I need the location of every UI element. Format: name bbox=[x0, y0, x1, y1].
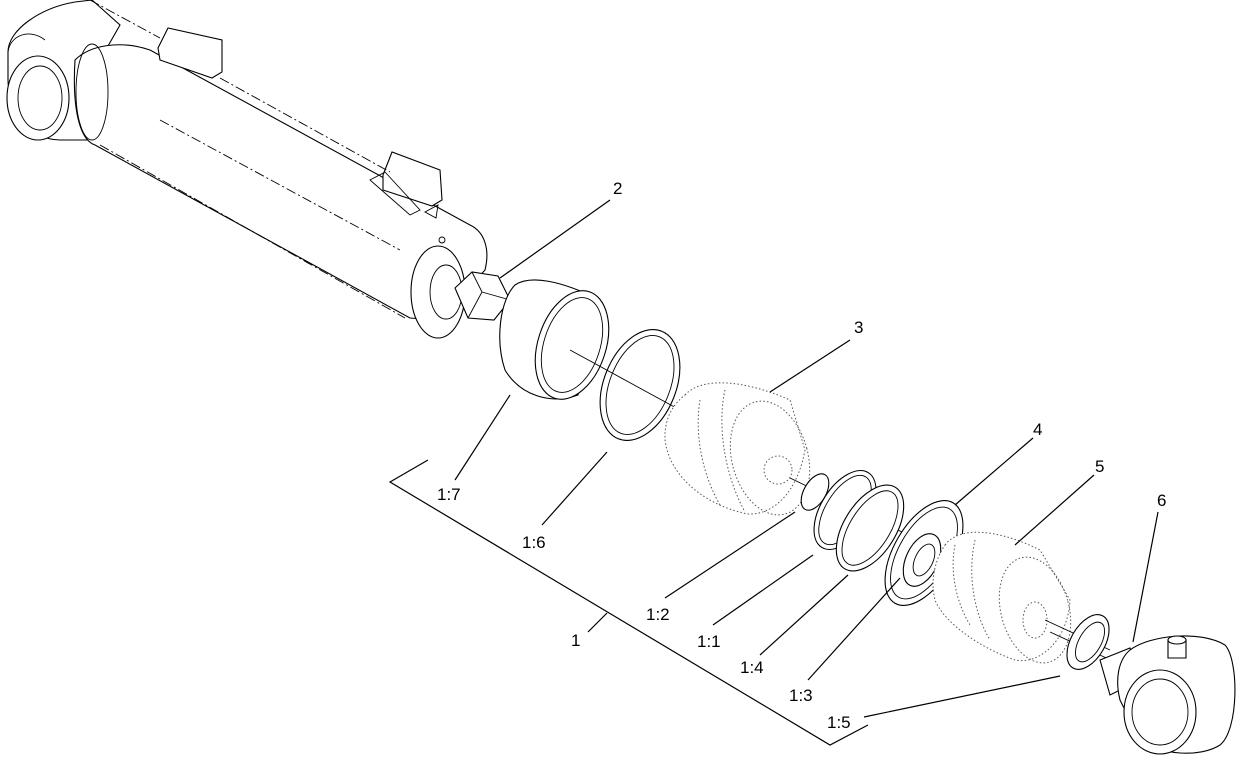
callout-1-1: 1:1 bbox=[697, 632, 721, 651]
leader-1-6 bbox=[541, 451, 608, 526]
rod-clevis bbox=[1099, 635, 1236, 755]
leader-1-3 bbox=[807, 577, 901, 681]
lock-nut bbox=[454, 271, 511, 321]
kit-bracket bbox=[388, 459, 869, 746]
leader-1-7 bbox=[454, 394, 511, 481]
leader-2 bbox=[499, 199, 611, 279]
piston-wear-ring bbox=[499, 279, 610, 400]
callout-1-3: 1:3 bbox=[789, 686, 813, 705]
callout-1-6: 1:6 bbox=[522, 533, 546, 552]
leader-6 bbox=[1132, 511, 1159, 643]
piston bbox=[664, 382, 811, 516]
leader-1 bbox=[587, 612, 608, 633]
callout-1-5: 1:5 bbox=[827, 713, 851, 732]
callout-1-4: 1:4 bbox=[740, 658, 764, 677]
cylinder-barrel bbox=[6, 0, 488, 339]
rod-seal bbox=[835, 484, 905, 572]
callout-6: 6 bbox=[1157, 491, 1166, 510]
callout-1-7: 1:7 bbox=[437, 485, 461, 504]
leader-5 bbox=[1014, 474, 1095, 546]
leader-lines bbox=[388, 199, 1159, 746]
leader-4 bbox=[954, 437, 1034, 506]
leader-1-1 bbox=[712, 554, 814, 626]
gland-ring bbox=[902, 533, 942, 587]
rod-wiper bbox=[1066, 614, 1110, 670]
leader-3 bbox=[769, 339, 851, 393]
callout-labels: 2 3 4 5 6 1:7 1:6 1:2 1:1 1 1:4 1:3 1:5 bbox=[437, 179, 1166, 732]
gland-head bbox=[932, 531, 1072, 664]
callout-1-2: 1:2 bbox=[646, 605, 670, 624]
leader-1-5 bbox=[863, 675, 1061, 718]
leader-1-2 bbox=[664, 511, 796, 599]
piston-seal bbox=[599, 329, 681, 441]
callout-4: 4 bbox=[1033, 420, 1042, 439]
leader-1-4 bbox=[759, 574, 849, 656]
callout-5: 5 bbox=[1095, 457, 1104, 476]
grease-fitting bbox=[1167, 635, 1187, 659]
callout-1: 1 bbox=[571, 631, 580, 650]
callout-2: 2 bbox=[613, 179, 622, 198]
callout-3: 3 bbox=[854, 318, 863, 337]
